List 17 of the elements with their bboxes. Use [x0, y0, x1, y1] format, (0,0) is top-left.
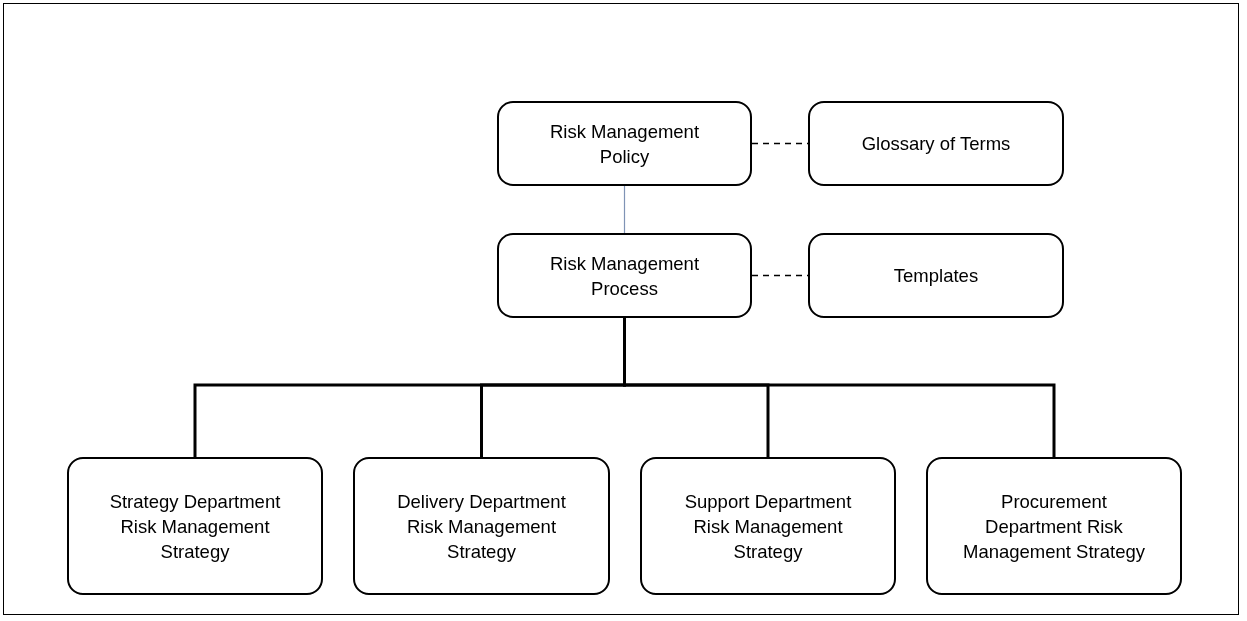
box-text: Procurement Department Risk Management Strategy — [962, 489, 1146, 564]
document-box — [353, 457, 610, 595]
document-box — [497, 233, 752, 318]
document-box — [808, 101, 1064, 186]
box-text: Templates — [893, 264, 979, 288]
box-text: Glossary of Terms — [861, 132, 1011, 156]
box-text: Support Department Risk Management Strategy — [683, 489, 853, 564]
box-text: Risk Management Policy — [548, 119, 701, 169]
document-box — [808, 233, 1064, 318]
document-box — [497, 101, 752, 186]
box-text: Risk Management Process — [548, 251, 701, 301]
box-text: Delivery Department Risk Management Strategy — [396, 489, 567, 564]
document-box — [926, 457, 1182, 595]
connector-line — [623, 185, 626, 234]
box-text: Strategy Department Risk Management Strategy — [108, 489, 282, 564]
document-box — [640, 457, 896, 595]
document-box — [67, 457, 323, 595]
